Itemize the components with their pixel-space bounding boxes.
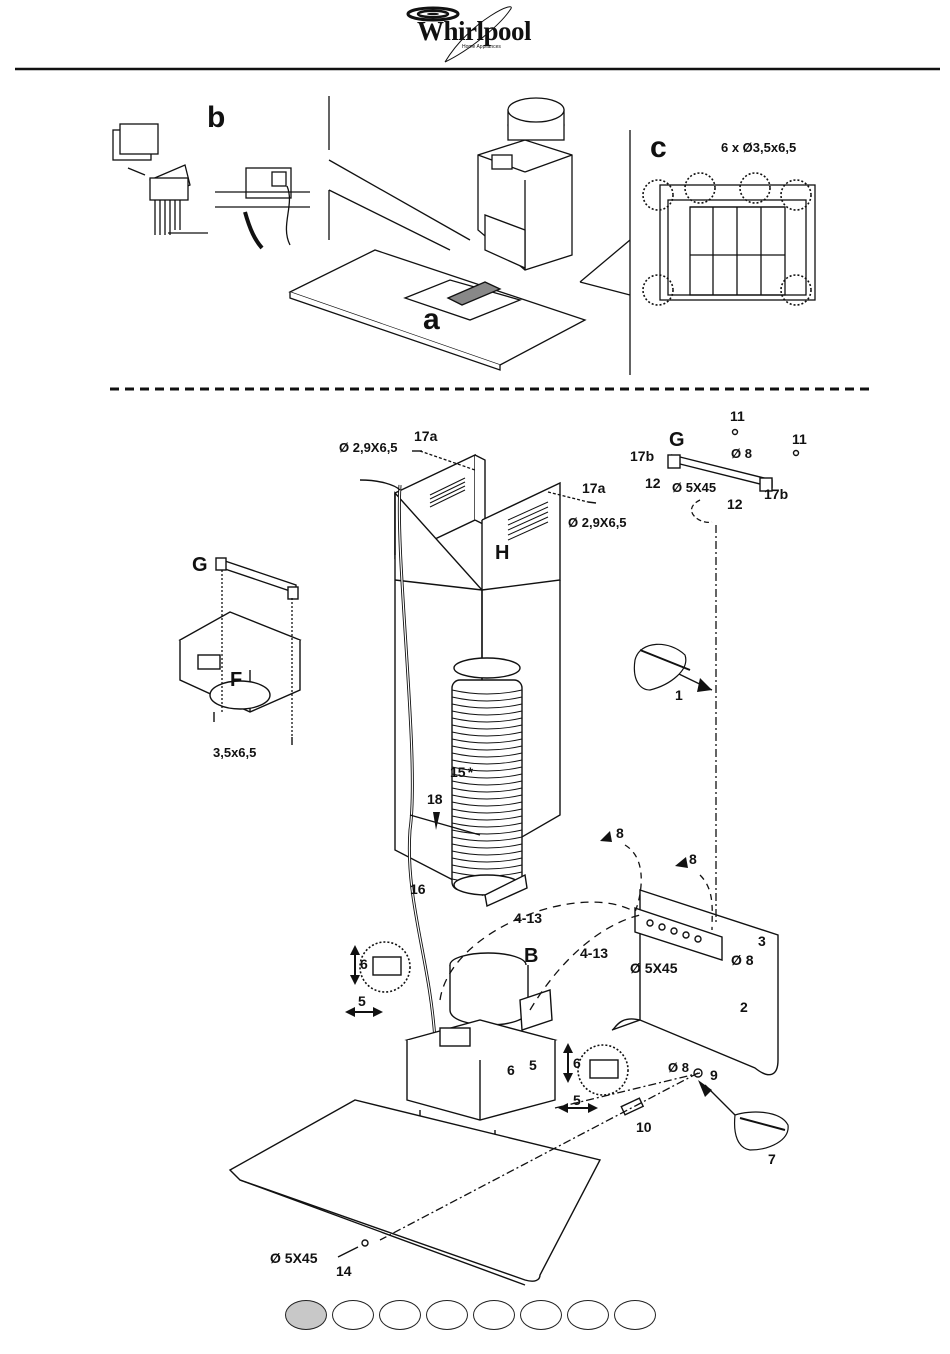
adj-5-left: 5 [358,994,366,1008]
adj-5-right: 5 [573,1093,581,1107]
hose-asterisk: * [468,764,473,780]
screw-5x45-top: Ø 5X45 [672,481,716,494]
step-3: 3 [758,934,766,948]
label-11-b: 11 [792,432,807,446]
adj-6-right: 6 [573,1056,581,1070]
screw-17a-spec-left: Ø 2,9X6,5 [339,441,398,454]
page-dot[interactable] [426,1300,468,1330]
step-18: 18 [427,792,443,806]
motor-label: B [524,946,538,966]
step-9: 9 [710,1068,718,1082]
bracket-g-top-label: G [669,430,685,450]
chimney-label: H [495,543,509,563]
adj-6-left: 6 [360,957,368,971]
screw-17a-spec-right: Ø 2,9X6,5 [568,516,627,529]
filter-label: F [230,670,242,690]
label-17b-left: 17b [630,449,654,463]
cable-label: 16 [410,882,426,896]
step-8-a: 8 [616,826,624,840]
page-dot[interactable] [285,1300,327,1330]
page-dot[interactable] [473,1300,515,1330]
page-dot[interactable] [379,1300,421,1330]
adjuster-detail-right [578,1045,628,1095]
page-dot[interactable] [520,1300,562,1330]
label-17b-right: 17b [764,487,788,501]
filter-screws-spec: 3,5x6,5 [213,746,256,759]
label-11-a: 11 [730,409,745,423]
screw-bottom: Ø 5X45 [270,1251,317,1265]
screw-17a-num-right: 17a [582,481,605,495]
dia8-mid: Ø 8 [731,953,754,967]
hose-label: 15* [450,765,473,779]
page-dot[interactable] [332,1300,374,1330]
flexible-hose-illustration [452,658,527,906]
page-dot[interactable] [614,1300,656,1330]
page-indicator [285,1300,661,1330]
adj-6-mid: 6 [507,1063,515,1077]
hose-number: 15 [450,764,466,780]
step-1: 1 [675,688,683,702]
step-4-13-b: 4-13 [580,946,608,960]
step-4-13-a: 4-13 [514,911,542,925]
wall-bracket-screw: Ø 5X45 [630,961,677,975]
step-7: 7 [768,1152,776,1166]
step-14: 14 [336,1264,352,1278]
label-12-left: 12 [645,476,661,490]
page-dot[interactable] [567,1300,609,1330]
dia8-top: Ø 8 [731,447,752,460]
screw-17a-num-left: 17a [414,429,437,443]
wall-label: 2 [740,1000,748,1014]
step-8-b: 8 [689,852,697,866]
adj-5-mid: 5 [529,1058,537,1072]
dia8-bottom: Ø 8 [668,1061,689,1074]
bracket-g-side-label: G [192,555,208,575]
step-10: 10 [636,1120,652,1134]
label-12-right: 12 [727,497,743,511]
